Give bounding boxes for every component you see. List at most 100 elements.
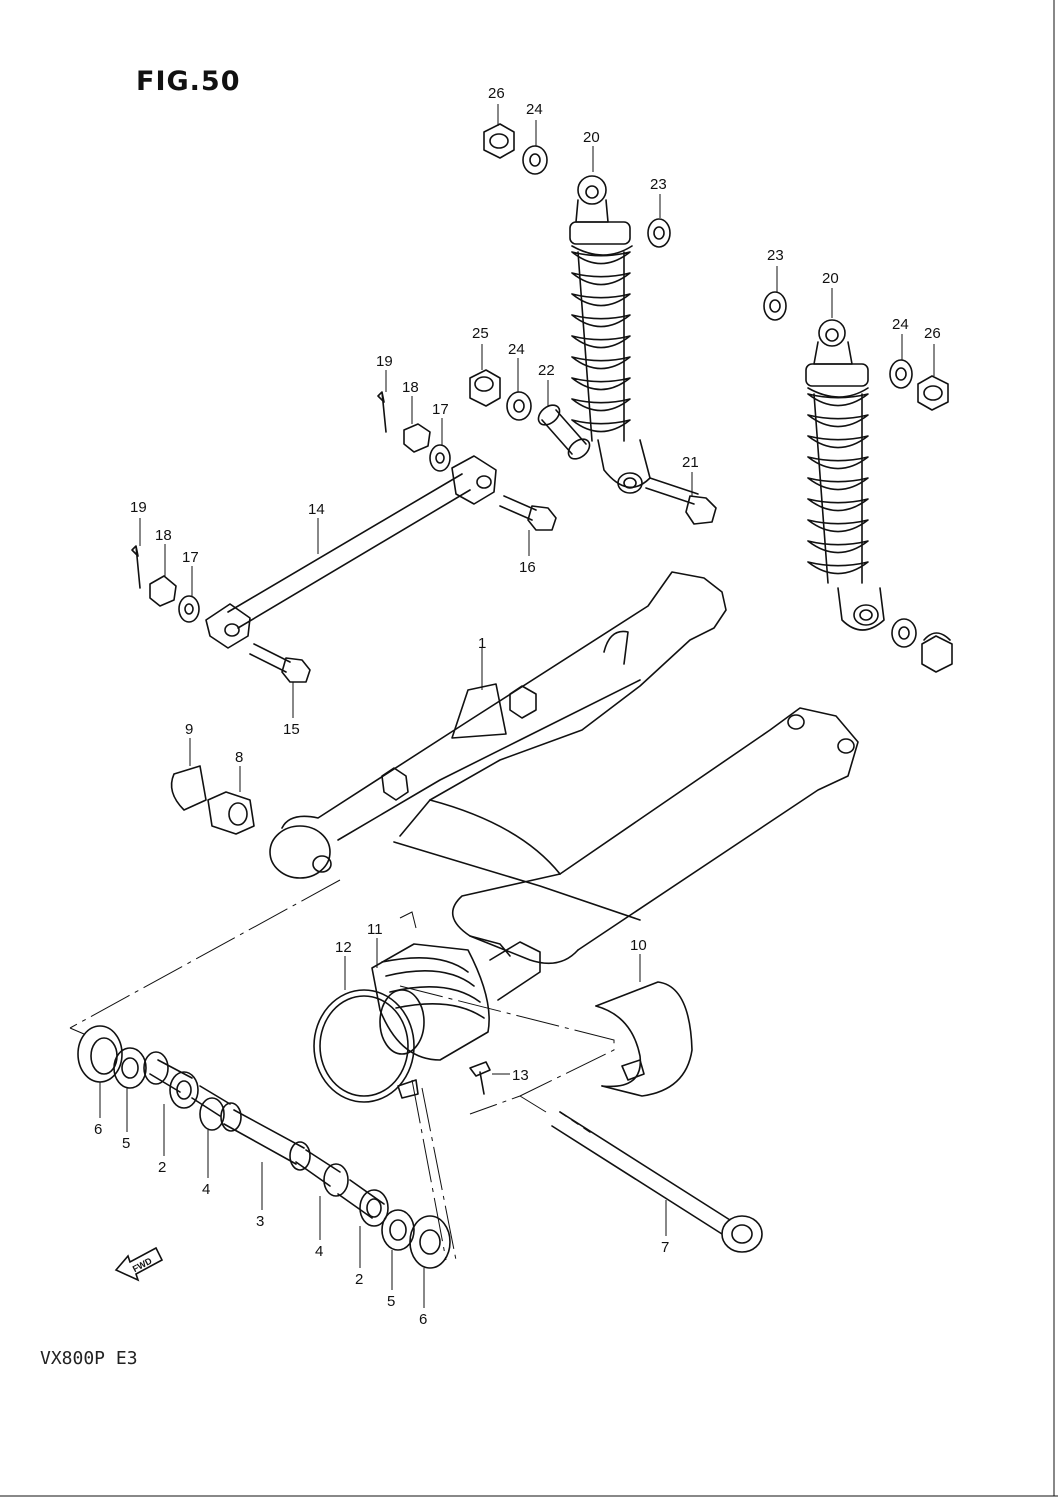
washer-23-right[interactable] bbox=[763, 291, 787, 321]
right-shock-spring-coil bbox=[807, 561, 869, 575]
callout-2: 2 bbox=[158, 1159, 166, 1176]
callout-2: 2 bbox=[355, 1271, 363, 1288]
callout-26: 26 bbox=[488, 85, 505, 102]
callout-8: 8 bbox=[235, 749, 243, 766]
spacer-4-left[interactable] bbox=[191, 1085, 231, 1131]
spacer-3[interactable] bbox=[220, 1102, 311, 1171]
pivot-shaft-7[interactable] bbox=[551, 1111, 763, 1253]
cap-nut-25-left[interactable] bbox=[469, 369, 501, 407]
right-shock-spring-coil bbox=[807, 540, 869, 554]
washer-24-top[interactable] bbox=[522, 145, 548, 175]
left-shock-spring-coil bbox=[571, 314, 631, 328]
left-shock-spring-coil bbox=[571, 398, 631, 412]
spacer-22[interactable] bbox=[535, 401, 594, 463]
callout-5: 5 bbox=[122, 1135, 130, 1152]
cotter-pin-19-top[interactable] bbox=[377, 391, 387, 433]
callout-3: 3 bbox=[256, 1213, 264, 1230]
left-shock-spring-coil bbox=[571, 377, 631, 391]
callout-24: 24 bbox=[526, 101, 543, 118]
callout-16: 16 bbox=[519, 559, 536, 576]
right-shock-spring-coil bbox=[807, 456, 869, 470]
callout-leaders bbox=[99, 104, 935, 1308]
washer-5-right[interactable] bbox=[381, 1209, 415, 1251]
callout-24: 24 bbox=[508, 341, 525, 358]
swingarm-1[interactable] bbox=[269, 571, 859, 1001]
washer-17-top[interactable] bbox=[429, 444, 451, 472]
figure-title: FIG.50 bbox=[136, 66, 241, 97]
callout-19: 19 bbox=[376, 353, 393, 370]
cap-nut-26-right[interactable] bbox=[917, 375, 949, 411]
model-code: VX800P E3 bbox=[40, 1348, 138, 1369]
left-shock-spring-coil bbox=[571, 335, 631, 349]
callout-19: 19 bbox=[130, 499, 147, 516]
washer-24-left[interactable] bbox=[506, 391, 532, 421]
callout-15: 15 bbox=[283, 721, 300, 738]
washer-23-left[interactable] bbox=[647, 218, 671, 248]
callout-17: 17 bbox=[432, 401, 449, 418]
callout-20: 20 bbox=[583, 129, 600, 146]
washer-5-left[interactable] bbox=[113, 1047, 147, 1089]
right-shock-spring-body bbox=[813, 393, 863, 584]
bolt-16[interactable] bbox=[499, 495, 557, 531]
right-shock-spring-coil bbox=[807, 519, 869, 533]
torque-rod-14[interactable] bbox=[205, 455, 497, 649]
bearing-2-left[interactable] bbox=[143, 1051, 199, 1109]
left-shock-spring-coil bbox=[571, 293, 631, 307]
callout-10: 10 bbox=[630, 937, 647, 954]
pivot-nut-8[interactable] bbox=[207, 791, 255, 835]
callout-25: 25 bbox=[472, 325, 489, 342]
callout-9: 9 bbox=[185, 721, 193, 738]
left-shock-spring-coil bbox=[571, 251, 631, 265]
bolt-21[interactable] bbox=[645, 477, 717, 525]
callout-6: 6 bbox=[419, 1311, 427, 1328]
cotter-pin-19-left[interactable] bbox=[131, 545, 141, 589]
washer-17-left[interactable] bbox=[178, 595, 200, 623]
spacer-4-right[interactable] bbox=[295, 1149, 349, 1197]
callout-18: 18 bbox=[402, 379, 419, 396]
callout-13: 13 bbox=[512, 1067, 529, 1084]
callout-7: 7 bbox=[661, 1239, 669, 1256]
callout-12: 12 bbox=[335, 939, 352, 956]
left-shock-spring-coil bbox=[571, 356, 631, 370]
oil-seal-6-right[interactable] bbox=[409, 1215, 451, 1269]
screw-13[interactable] bbox=[469, 1061, 491, 1095]
gear-case-cover-10[interactable] bbox=[595, 981, 693, 1097]
right-shock-spring-coil bbox=[807, 498, 869, 512]
bolt-15[interactable] bbox=[249, 643, 311, 683]
callout-11: 11 bbox=[367, 921, 383, 938]
callout-20: 20 bbox=[822, 270, 839, 287]
callout-26: 26 bbox=[924, 325, 941, 342]
callout-21: 21 bbox=[682, 454, 699, 471]
left-shock-spring-coil bbox=[571, 272, 631, 286]
callout-labels: 26 24 20 23 23 20 24 26 25 24 22 21 19 1… bbox=[94, 85, 941, 1328]
right-shock-spring-coil bbox=[807, 414, 869, 428]
callout-6: 6 bbox=[94, 1121, 102, 1138]
left-shock-absorber[interactable] bbox=[569, 175, 651, 494]
callout-22: 22 bbox=[538, 362, 555, 379]
callout-18: 18 bbox=[155, 527, 172, 544]
boot-11[interactable] bbox=[371, 943, 490, 1061]
callout-14: 14 bbox=[308, 501, 325, 518]
bearing-2-right[interactable] bbox=[337, 1179, 389, 1227]
callout-23: 23 bbox=[767, 247, 784, 264]
castle-nut-18-left[interactable] bbox=[149, 575, 177, 607]
callout-5: 5 bbox=[387, 1293, 395, 1310]
callout-1: 1 bbox=[478, 635, 486, 652]
clamp-12[interactable] bbox=[313, 989, 419, 1103]
right-shock-spring-coil bbox=[807, 435, 869, 449]
callout-23: 23 bbox=[650, 176, 667, 193]
cap-nut-25-bottom[interactable] bbox=[921, 632, 953, 673]
forward-arrow-icon: FWD bbox=[114, 1246, 164, 1282]
washer-24-right[interactable] bbox=[889, 359, 913, 389]
castle-nut-18-top[interactable] bbox=[403, 423, 431, 453]
washer-24-bottom[interactable] bbox=[891, 618, 917, 648]
cap-9[interactable] bbox=[170, 765, 207, 811]
cap-nut-26-top[interactable] bbox=[483, 123, 515, 159]
right-shock-absorber[interactable] bbox=[805, 319, 885, 631]
callout-4: 4 bbox=[202, 1181, 210, 1198]
alignment-lines bbox=[69, 879, 615, 1261]
left-shock-spring-coil bbox=[571, 419, 631, 433]
callout-4: 4 bbox=[315, 1243, 323, 1260]
